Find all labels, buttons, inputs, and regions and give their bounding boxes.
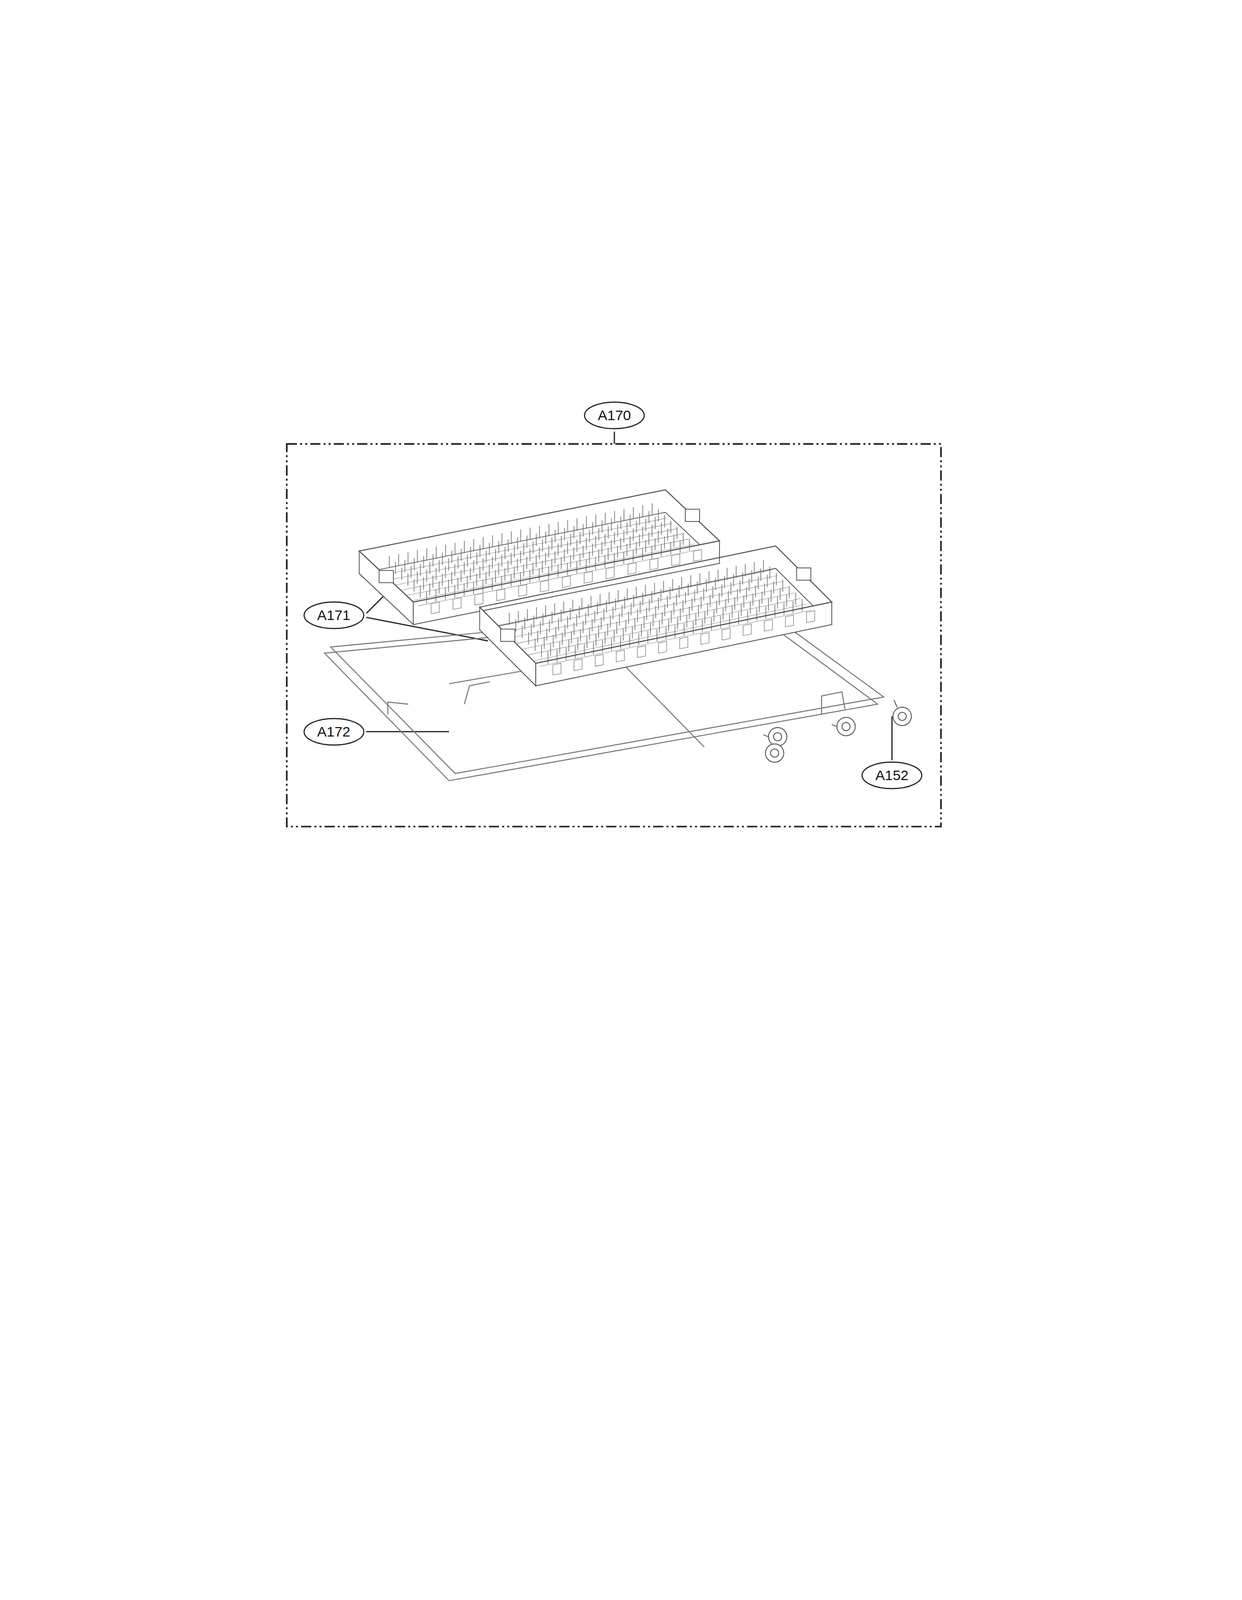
callout-ellipse: A170 xyxy=(583,401,646,430)
callout-ellipse: A172 xyxy=(303,717,365,747)
rack-tray xyxy=(479,546,832,686)
callout-ellipse: A171 xyxy=(303,601,365,630)
wheels xyxy=(763,700,912,763)
callout-number: A172 xyxy=(316,724,351,739)
callout-number: A152 xyxy=(875,768,909,783)
group-boundary xyxy=(286,443,941,827)
callout-ellipse: A152 xyxy=(861,761,923,790)
callout-number: A171 xyxy=(316,608,351,623)
callout-number: A170 xyxy=(597,408,631,423)
